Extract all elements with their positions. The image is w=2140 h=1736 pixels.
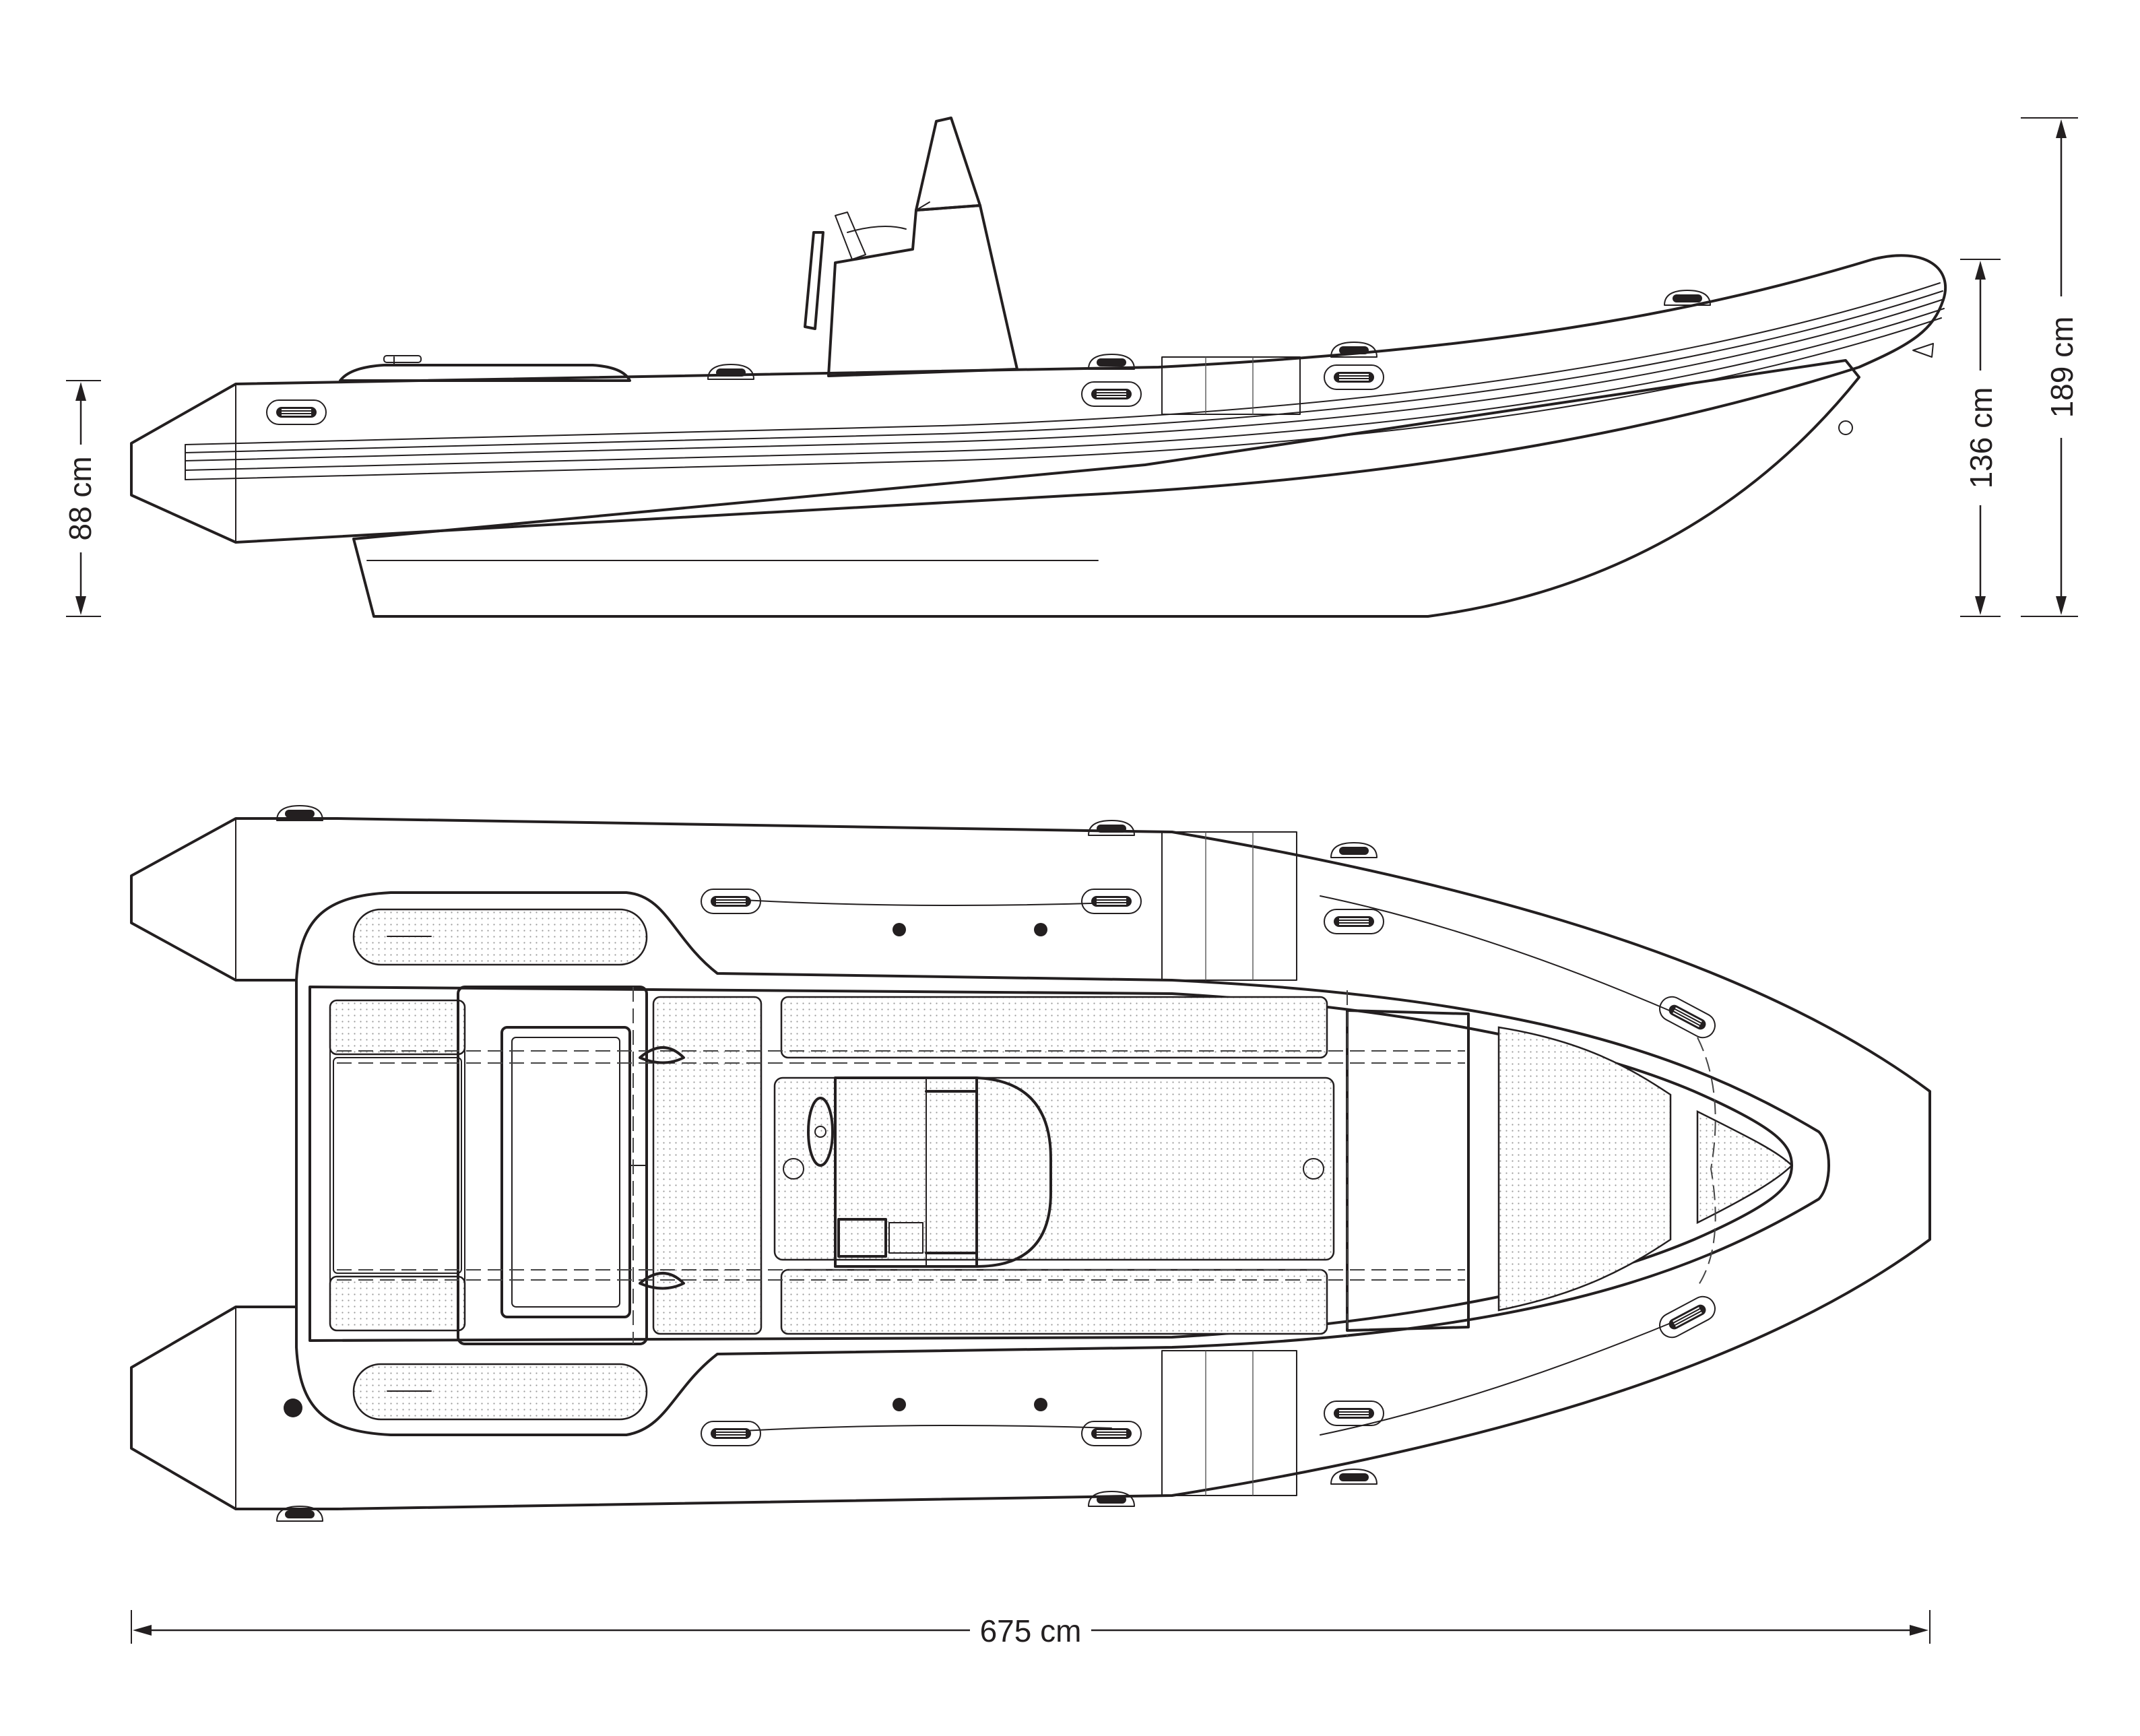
top-deck-pad-upper	[780, 996, 1328, 1059]
side-bow-eye	[1912, 343, 1934, 358]
side-view	[130, 117, 1947, 618]
top-tube-seam-starboard	[1161, 1350, 1297, 1496]
side-console	[827, 204, 1018, 377]
side-windscreen	[915, 117, 981, 212]
top-transom-pad-lower	[329, 1275, 466, 1332]
top-deck-pad-center	[773, 1076, 1335, 1261]
top-tube-seam-port	[1161, 831, 1297, 981]
top-aft-pad-starboard	[352, 1363, 648, 1421]
side-steering-wheel	[804, 231, 824, 330]
top-cleat-upper	[639, 1046, 685, 1064]
dimension-beam: 136 cm	[1960, 259, 2001, 617]
top-seat-locker-frame	[457, 986, 648, 1345]
dimension-total-height: 189 cm	[2021, 117, 2079, 617]
dim-label-136: 136 cm	[1964, 387, 1999, 489]
side-rubstrake	[185, 282, 1941, 445]
top-seat-locker-lid	[500, 1026, 631, 1318]
top-console-cowl	[834, 1076, 1052, 1268]
dim-label-675: 675 cm	[980, 1613, 1082, 1648]
side-tube	[130, 254, 1947, 544]
side-hull	[352, 359, 1860, 618]
top-deck-pad-aft	[652, 996, 763, 1335]
side-aft-seat	[339, 364, 631, 382]
side-throttle	[835, 212, 866, 260]
top-grab-line-port	[730, 895, 1678, 1015]
top-transom-pad-upper	[329, 999, 466, 1056]
top-tube-outline	[130, 817, 1931, 1510]
top-drain-1	[893, 923, 906, 936]
top-valve	[284, 1399, 302, 1417]
dim-label-88: 88 cm	[63, 456, 98, 540]
top-bow-deck-tip	[1696, 1110, 1793, 1225]
top-aft-pad-port	[352, 908, 648, 966]
top-bow-locker	[1346, 1009, 1470, 1332]
top-tube-inner	[295, 891, 1830, 1436]
top-bow-lacing	[1697, 1037, 1716, 1287]
top-view	[130, 805, 1931, 1522]
top-cleat-lower	[639, 1272, 685, 1290]
dimension-side-height: 88 cm	[63, 380, 101, 617]
top-steering-wheel	[807, 1097, 834, 1167]
dim-label-189: 189 cm	[2044, 317, 2079, 418]
side-tube-seam	[1161, 356, 1301, 415]
top-bow-pad	[1497, 1026, 1672, 1312]
dimension-length: 675 cm	[131, 1610, 1931, 1648]
top-grab-line-starboard	[730, 1320, 1678, 1436]
